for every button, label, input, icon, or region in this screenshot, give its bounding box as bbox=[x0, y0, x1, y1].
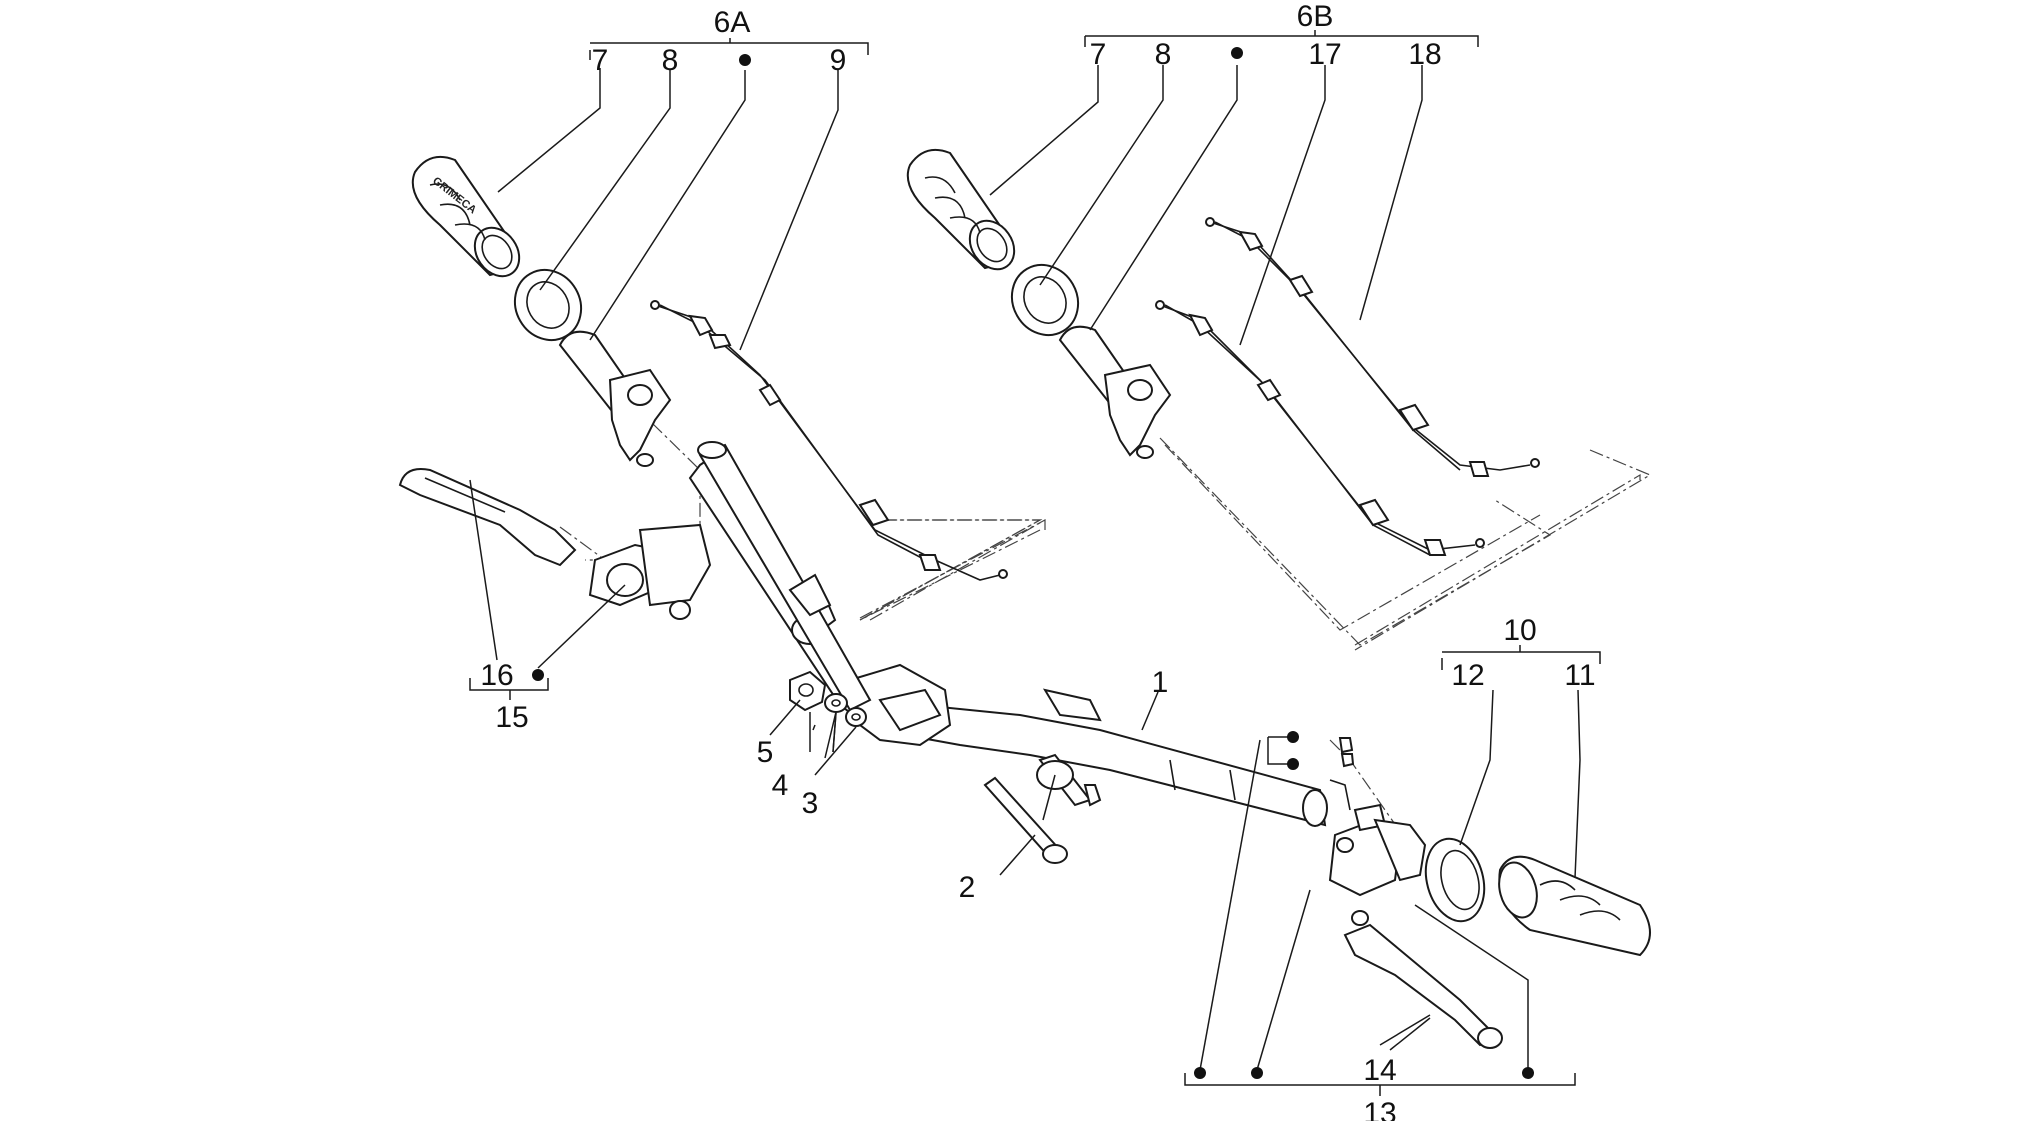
throttle-part-6b bbox=[1058, 325, 1172, 459]
cable-part-9 bbox=[650, 300, 1008, 581]
assembly-guide-lines bbox=[559, 422, 1652, 871]
label-2: 2 bbox=[959, 871, 976, 904]
grip-part-11 bbox=[1498, 855, 1651, 957]
dot-15 bbox=[532, 669, 544, 681]
bracket-6b bbox=[1084, 30, 1479, 47]
label-17: 17 bbox=[1308, 38, 1341, 71]
label-8b: 8 bbox=[1155, 38, 1172, 71]
reference-dots bbox=[532, 47, 1534, 1079]
label-7a: 7 bbox=[592, 44, 609, 77]
label-9: 9 bbox=[830, 44, 847, 77]
label-3: 3 bbox=[802, 787, 819, 820]
throttle-part-6a bbox=[558, 330, 672, 467]
label-13: 13 bbox=[1363, 1097, 1396, 1121]
label-7b: 7 bbox=[1090, 38, 1107, 71]
screw-part-2 bbox=[983, 776, 1068, 864]
label-12: 12 bbox=[1451, 659, 1484, 692]
grip-part-7b bbox=[906, 149, 1016, 271]
dot-screw-1 bbox=[1287, 731, 1299, 743]
right-switch-bracket bbox=[1328, 779, 1427, 926]
label-1: 1 bbox=[1152, 666, 1169, 699]
washer-part-4 bbox=[824, 693, 848, 713]
washer-part-3 bbox=[845, 707, 867, 727]
label-5: 5 bbox=[757, 736, 774, 769]
left-end-tube bbox=[697, 441, 872, 712]
dot-6b bbox=[1231, 47, 1243, 59]
leader-lines bbox=[469, 65, 1581, 1071]
label-10: 10 bbox=[1503, 614, 1536, 647]
screw-small-1 bbox=[1338, 737, 1354, 754]
bracket-6a bbox=[589, 38, 869, 60]
brake-lever-part-16 bbox=[398, 468, 577, 567]
part-number-labels: 6A 6B 7 8 9 7 8 17 18 1 2 3 4 5 10 11 12… bbox=[480, 0, 1595, 1121]
dot-13-c bbox=[1522, 1067, 1534, 1079]
grip-part-7a: GRIMECA bbox=[411, 156, 521, 278]
dot-screw-2 bbox=[1287, 758, 1299, 770]
nut-part-5 bbox=[789, 670, 827, 712]
bracket-13 bbox=[1184, 1073, 1576, 1096]
dot-13-b bbox=[1251, 1067, 1263, 1079]
brake-lever-part-14 bbox=[1343, 923, 1503, 1049]
label-6b: 6B bbox=[1297, 0, 1334, 33]
cable-part-18 bbox=[1205, 217, 1540, 477]
master-cylinder-part-15 bbox=[588, 523, 712, 620]
screw-small-2 bbox=[1340, 753, 1355, 768]
bracket-15 bbox=[469, 678, 549, 700]
label-4: 4 bbox=[772, 769, 789, 802]
label-15: 15 bbox=[495, 701, 528, 734]
label-8a: 8 bbox=[662, 44, 679, 77]
label-14: 14 bbox=[1363, 1054, 1396, 1087]
ring-part-12 bbox=[1424, 837, 1486, 923]
cable-part-17 bbox=[1155, 300, 1485, 556]
dot-13-a bbox=[1194, 1067, 1206, 1079]
label-6a: 6A bbox=[714, 6, 751, 39]
bracket-10 bbox=[1441, 645, 1601, 670]
label-16: 16 bbox=[480, 659, 513, 692]
ring-part-8b bbox=[1010, 263, 1080, 337]
dot-6a bbox=[739, 54, 751, 66]
label-11: 11 bbox=[1564, 659, 1595, 692]
label-18: 18 bbox=[1408, 38, 1441, 71]
